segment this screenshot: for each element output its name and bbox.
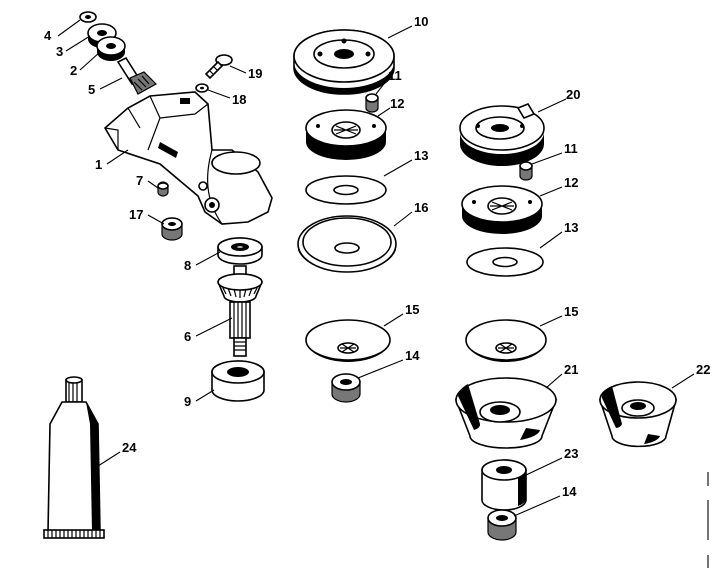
label-part-23: 23 xyxy=(564,446,578,461)
part-7-plug xyxy=(157,181,169,197)
label-part-6: 6 xyxy=(184,329,191,344)
label-part-3: 3 xyxy=(56,44,63,59)
part-5-bevel-pinion xyxy=(116,56,157,95)
part-14-nut-bottom xyxy=(487,509,517,541)
label-part-20: 20 xyxy=(566,87,580,102)
callout-labels: 4 3 2 5 1 7 17 8 6 9 24 10 11 12 13 16 1… xyxy=(44,14,710,499)
label-part-13-right: 13 xyxy=(564,220,578,235)
part-22-cup xyxy=(598,381,678,448)
label-part-17: 17 xyxy=(129,207,143,222)
part-1-gear-housing xyxy=(103,91,273,225)
label-part-11: 11 xyxy=(388,68,402,83)
part-10-thrust-plate xyxy=(293,29,395,95)
part-16-dish xyxy=(297,215,397,273)
part-11-screw-right xyxy=(519,161,533,181)
part-24-grease-tube xyxy=(43,376,105,539)
label-part-8: 8 xyxy=(184,258,191,273)
label-part-7: 7 xyxy=(136,173,143,188)
part-8-ball-bearing xyxy=(217,237,263,265)
label-part-21: 21 xyxy=(564,362,578,377)
part-17-screw-plug xyxy=(161,217,183,241)
part-21-cup xyxy=(454,377,558,449)
label-part-10: 10 xyxy=(414,14,428,29)
part-18-washer xyxy=(195,83,209,93)
part-15-thrust-plate xyxy=(305,319,391,362)
label-part-22: 22 xyxy=(696,362,710,377)
part-12-thrust-washer-right xyxy=(461,185,543,234)
label-part-4: 4 xyxy=(44,28,52,43)
label-part-14-bottom: 14 xyxy=(562,484,577,499)
part-6-gear-shaft xyxy=(217,265,263,357)
label-part-12: 12 xyxy=(390,96,404,111)
leader-lines xyxy=(57,19,695,517)
label-part-24: 24 xyxy=(122,440,137,455)
label-part-9: 9 xyxy=(184,394,191,409)
label-part-19: 19 xyxy=(248,66,262,81)
label-part-2: 2 xyxy=(70,63,77,78)
part-15-thrust-plate-right xyxy=(465,319,547,362)
label-part-15-right: 15 xyxy=(564,304,578,319)
part-14-nut xyxy=(331,373,361,403)
label-part-16: 16 xyxy=(414,200,428,215)
label-part-12-right: 12 xyxy=(564,175,578,190)
label-part-14: 14 xyxy=(405,348,420,363)
part-19-screw xyxy=(204,54,233,80)
label-part-11-right: 11 xyxy=(564,141,578,156)
part-4-nut xyxy=(79,11,97,23)
label-part-13: 13 xyxy=(414,148,428,163)
part-9-ball-bearing xyxy=(211,360,265,402)
part-23-sleeve xyxy=(481,459,527,511)
part-12-thrust-washer xyxy=(305,109,387,160)
part-13-washer-right xyxy=(466,247,544,277)
label-part-1: 1 xyxy=(95,157,102,172)
label-part-5: 5 xyxy=(88,82,95,97)
part-13-washer xyxy=(305,175,387,205)
part-20-thrust-plate xyxy=(459,103,545,166)
part-11-screw xyxy=(365,93,379,113)
label-part-18: 18 xyxy=(232,92,246,107)
label-part-15: 15 xyxy=(405,302,419,317)
part-2-ring xyxy=(96,36,126,61)
